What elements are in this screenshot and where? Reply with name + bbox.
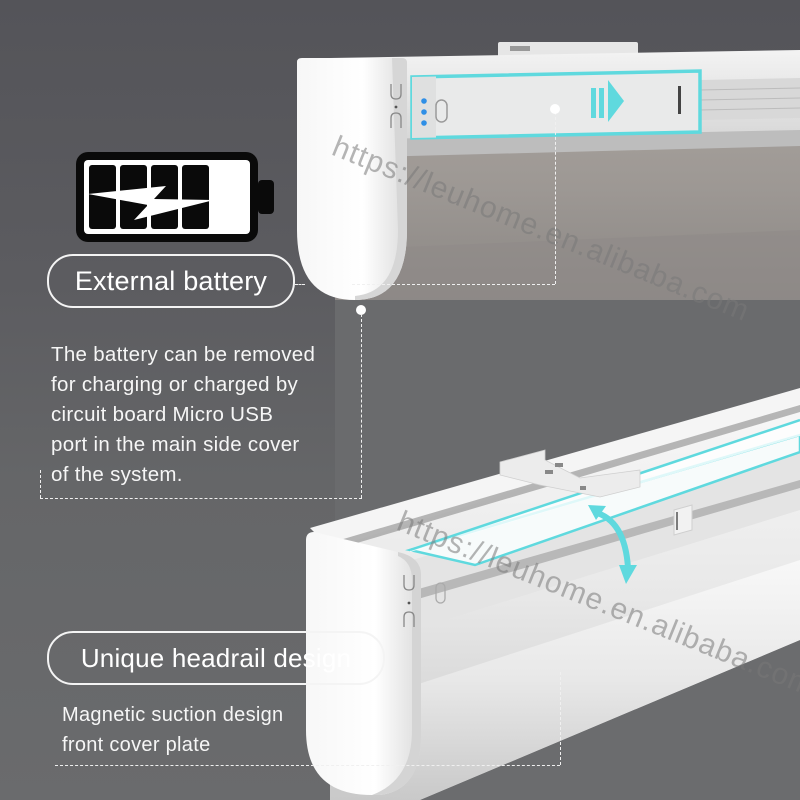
leader-line: [352, 284, 555, 285]
leader-line: [295, 284, 305, 285]
callout-box-edge: [40, 470, 41, 498]
feature-1-title: External battery: [74, 265, 268, 296]
feature-headrail-design-label: Unique headrail design: [47, 631, 385, 685]
feature-2-description: Magnetic suction design front cover plat…: [62, 704, 284, 756]
callout-box-edge: [40, 498, 362, 499]
battery-charging-icon: [76, 152, 274, 242]
callout-box-edge: [361, 314, 362, 498]
feature-2-title: Unique headrail design: [80, 642, 352, 673]
callout-box-edge: [560, 672, 561, 765]
leader-line: [555, 112, 556, 284]
feature-1-description: The battery can be removed for charging …: [51, 343, 316, 486]
feature-external-battery-label: External battery: [47, 254, 295, 308]
callout-box-edge: [55, 765, 560, 766]
callout-dot: [550, 104, 560, 114]
callout-dot: [356, 305, 366, 315]
